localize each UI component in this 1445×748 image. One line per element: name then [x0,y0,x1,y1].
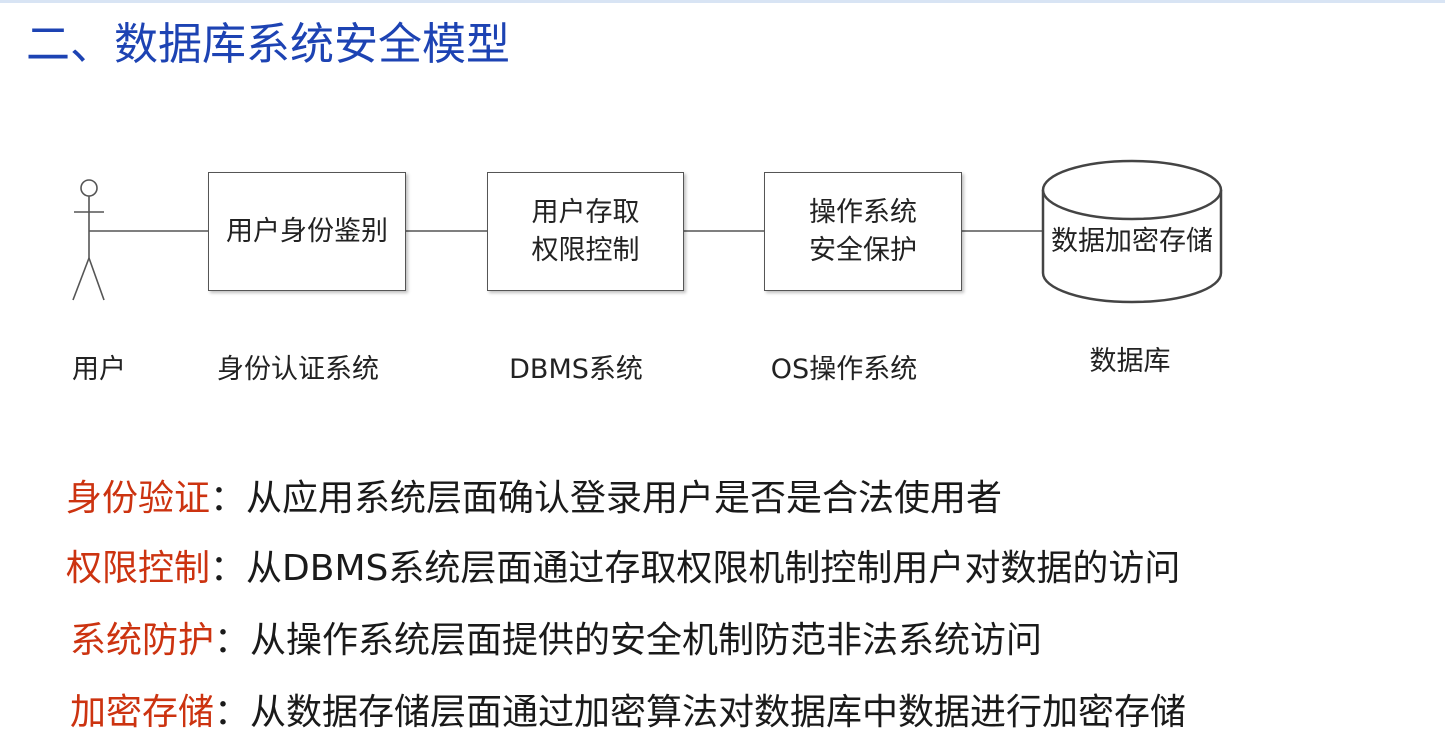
os-protection-box: 操作系统 安全保护 [764,172,962,291]
box-label: 操作系统 [809,196,917,228]
description-text: 从数据存储层面通过加密算法对数据库中数据进行加密存储 [250,692,1187,733]
description-text: 从操作系统层面提供的安全机制防范非法系统访问 [250,620,1043,661]
caption-user: 用户 [72,354,126,385]
security-model-diagram [72,159,1223,304]
caption-os: OS操作系统 [770,354,918,385]
description-term: 加密存储 [70,692,215,733]
caption-dbms: DBMS系统 [509,354,643,385]
access-control-box: 用户存取 权限控制 [487,172,684,291]
description-term: 身份验证 [66,478,211,519]
description-separator: ： [210,478,247,519]
description-separator: ： [214,692,251,733]
description-row: 权限控制：从DBMS系统层面通过存取权限机制控制用户对数据的访问 [66,544,1180,594]
identity-auth-box: 用户身份鉴别 [208,172,406,291]
description-term: 系统防护 [70,620,215,661]
caption-auth-system: 身份认证系统 [217,354,379,385]
box-label: 安全保护 [809,234,917,266]
description-separator: ： [214,620,251,661]
description-text: 从DBMS系统层面通过存取权限机制控制用户对数据的访问 [246,548,1181,589]
box-label: 权限控制 [531,234,640,266]
top-divider [0,0,1445,3]
description-text: 从应用系统层面确认登录用户是否是合法使用者 [246,478,1003,519]
description-term: 权限控制 [66,548,211,589]
description-row: 加密存储：从数据存储层面通过加密算法对数据库中数据进行加密存储 [70,688,1186,738]
box-label: 用户存取 [531,196,640,228]
description-separator: ： [210,548,247,589]
page-title: 二、数据库系统安全模型 [26,19,510,70]
box-label: 用户身份鉴别 [226,215,388,247]
description-row: 身份验证：从应用系统层面确认登录用户是否是合法使用者 [66,474,1002,524]
caption-database: 数据库 [1089,346,1171,377]
database-label: 数据加密存储 [1051,226,1213,257]
database-cylinder-icon [1041,159,1223,304]
description-row: 系统防护：从操作系统层面提供的安全机制防范非法系统访问 [70,616,1042,666]
user-stick-figure-icon [72,179,105,301]
